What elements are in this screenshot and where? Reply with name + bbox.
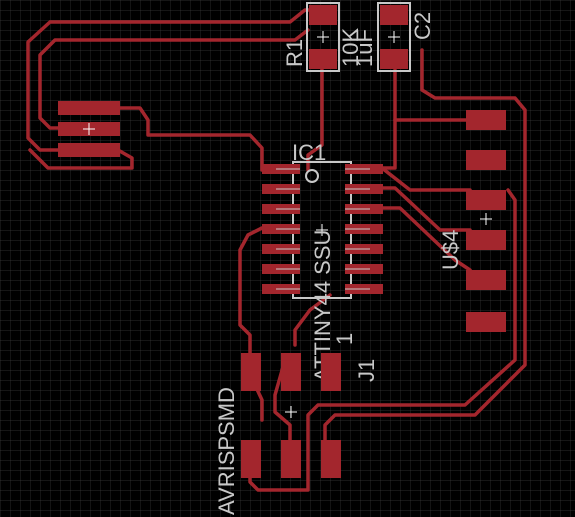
- us4-pad-2: [466, 150, 506, 170]
- ic1-name-label: IC1: [292, 140, 326, 165]
- header-us4[interactable]: U$4: [438, 110, 506, 332]
- c2-pad-top: [380, 5, 408, 25]
- us4-pad-1: [466, 110, 506, 130]
- resistor-r1[interactable]: R1 10K: [282, 2, 363, 72]
- j1-pad-3: [321, 353, 341, 391]
- us4-pad-5: [466, 270, 506, 290]
- j1-pad-4: [241, 440, 261, 478]
- left-pad-3: [58, 143, 120, 157]
- j1-pad-6: [321, 440, 341, 478]
- j1-name-label: J1: [354, 359, 379, 382]
- left-connector[interactable]: [58, 101, 120, 157]
- r1-pad-top: [309, 5, 337, 25]
- trace-j1-mid: [273, 358, 292, 457]
- c2-name-label: C2: [410, 12, 435, 40]
- trace-ic-right-1: [380, 186, 472, 232]
- trace-ic-right-3: [380, 166, 472, 192]
- us4-pad-6: [466, 312, 506, 332]
- c2-value-label: 1uF: [352, 29, 377, 67]
- r1-body-outline: [306, 2, 340, 72]
- r1-value-label: 10K: [338, 28, 363, 67]
- us4-name-label: U$4: [438, 230, 463, 270]
- trace-ic-bottom-j1: [293, 293, 332, 347]
- trace-c2-right: [323, 48, 527, 442]
- ic1-pin1-dot: [305, 169, 319, 183]
- trace-ic-left-j1: [238, 226, 264, 362]
- trace-top-left-inner: [38, 28, 310, 130]
- connector-j1[interactable]: 1 J1 AVRISPSMD: [214, 333, 379, 515]
- trace-c2-down: [380, 68, 397, 170]
- us4-pad-3: [466, 190, 506, 210]
- j1-value-label: AVRISPSMD: [214, 387, 239, 515]
- left-pad-1: [58, 101, 120, 115]
- j1-pad-2: [281, 353, 301, 391]
- capacitor-c2[interactable]: 1uF C2: [352, 2, 435, 72]
- c2-pad-bottom: [380, 49, 408, 69]
- us4-pad-4: [466, 230, 506, 250]
- j1-pad-5: [281, 440, 301, 478]
- r1-name-label: R1: [282, 39, 307, 67]
- trace-left-mid: [116, 106, 264, 172]
- j1-pin1-label: 1: [332, 333, 357, 345]
- traces: [26, 8, 527, 492]
- c2-body-outline: [377, 2, 411, 72]
- ic1-pin-markings: [276, 168, 370, 290]
- r1-pad-bottom: [309, 49, 337, 69]
- trace-ic-right-2: [380, 206, 472, 272]
- trace-left-bottom: [28, 148, 134, 170]
- trace-header-right: [248, 188, 517, 492]
- j1-pad-1: [241, 353, 261, 391]
